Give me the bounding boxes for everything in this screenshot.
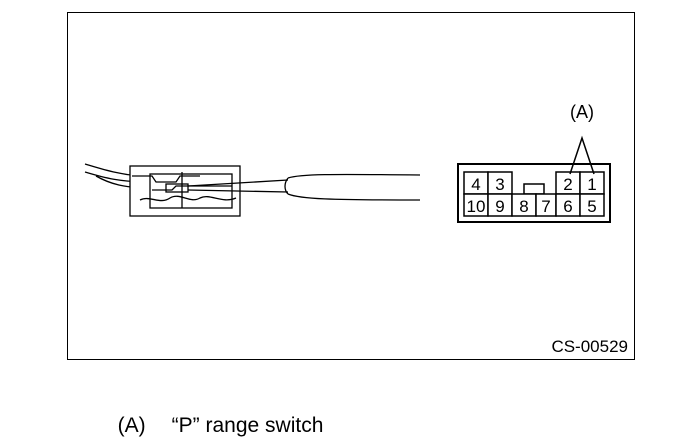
figure-caption: (A) “P” range switch [106, 390, 324, 438]
pin-label: 6 [563, 197, 572, 216]
pin-label: 1 [587, 175, 596, 194]
callout-leader-lines [569, 135, 595, 175]
pin-label: 10 [467, 197, 486, 216]
pin-label: 8 [519, 197, 528, 216]
pin-label: 2 [563, 175, 572, 194]
callout-label: (A) [570, 102, 594, 122]
connector-front-view: 4 3 2 1 10 9 8 7 6 5 [457, 163, 611, 223]
caption-id: (A) [117, 414, 146, 437]
pin-row-bottom [463, 193, 605, 217]
pin-label: 3 [495, 175, 504, 194]
probe-tool [187, 173, 421, 201]
pin-label: 7 [541, 197, 550, 216]
figure-code: CS-00529 [551, 337, 628, 356]
pin-label: 9 [495, 197, 504, 216]
caption-text: “P” range switch [171, 414, 324, 437]
pin-label: 4 [471, 175, 480, 194]
pin-label: 5 [587, 197, 596, 216]
